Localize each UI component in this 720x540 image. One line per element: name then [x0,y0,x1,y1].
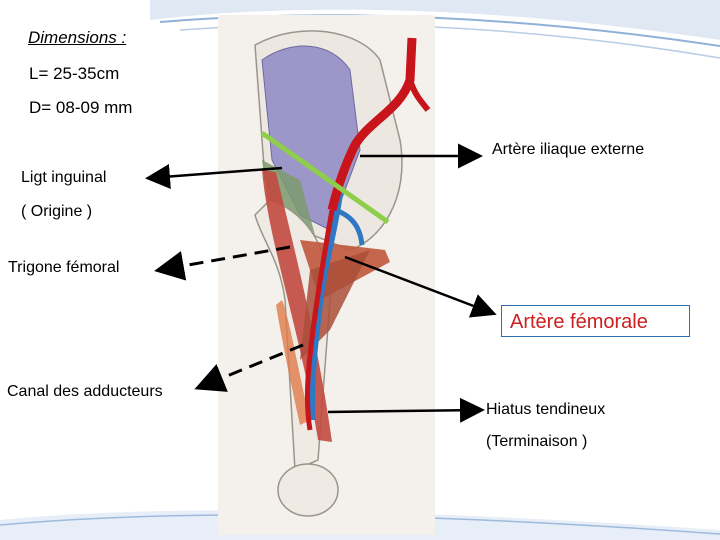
arrow-inguinal-ligament [145,164,283,189]
label-external-iliac: Artère iliaque externe [492,141,645,158]
illustration-panel [218,15,435,535]
label-tendinous-hiatus: Hiatus tendineux [486,401,606,418]
vastus-muscle [276,300,310,425]
femoral-artery-line [304,209,335,431]
inguinal-ligament-line [260,130,390,225]
vein-branch [334,207,365,246]
dimensions-heading: Dimensions : [28,28,127,47]
femoral-vein [308,189,344,421]
label-femoral-triangle: Trigone fémoral [8,259,120,276]
label-termination: (Terminaison ) [486,433,588,450]
label-origin: ( Origine ) [21,203,93,220]
arrow-femoral-triangle [154,245,291,281]
label-adductor-canal: Canal des adducteurs [7,383,163,400]
label-femoral-artery: Artère fémorale [501,305,690,337]
arrow-tendinous-hiatus [327,397,485,423]
knee-bone [277,463,339,517]
label-inguinal-ligament: Ligt inguinal [21,169,107,186]
length-value: L= 25-35cm [29,64,120,83]
internal-iliac-artery [407,79,431,112]
arrow-adductor-canal [194,343,304,392]
arrow-femoral-artery [344,255,497,318]
diameter-value: D= 08-09 mm [29,98,133,117]
